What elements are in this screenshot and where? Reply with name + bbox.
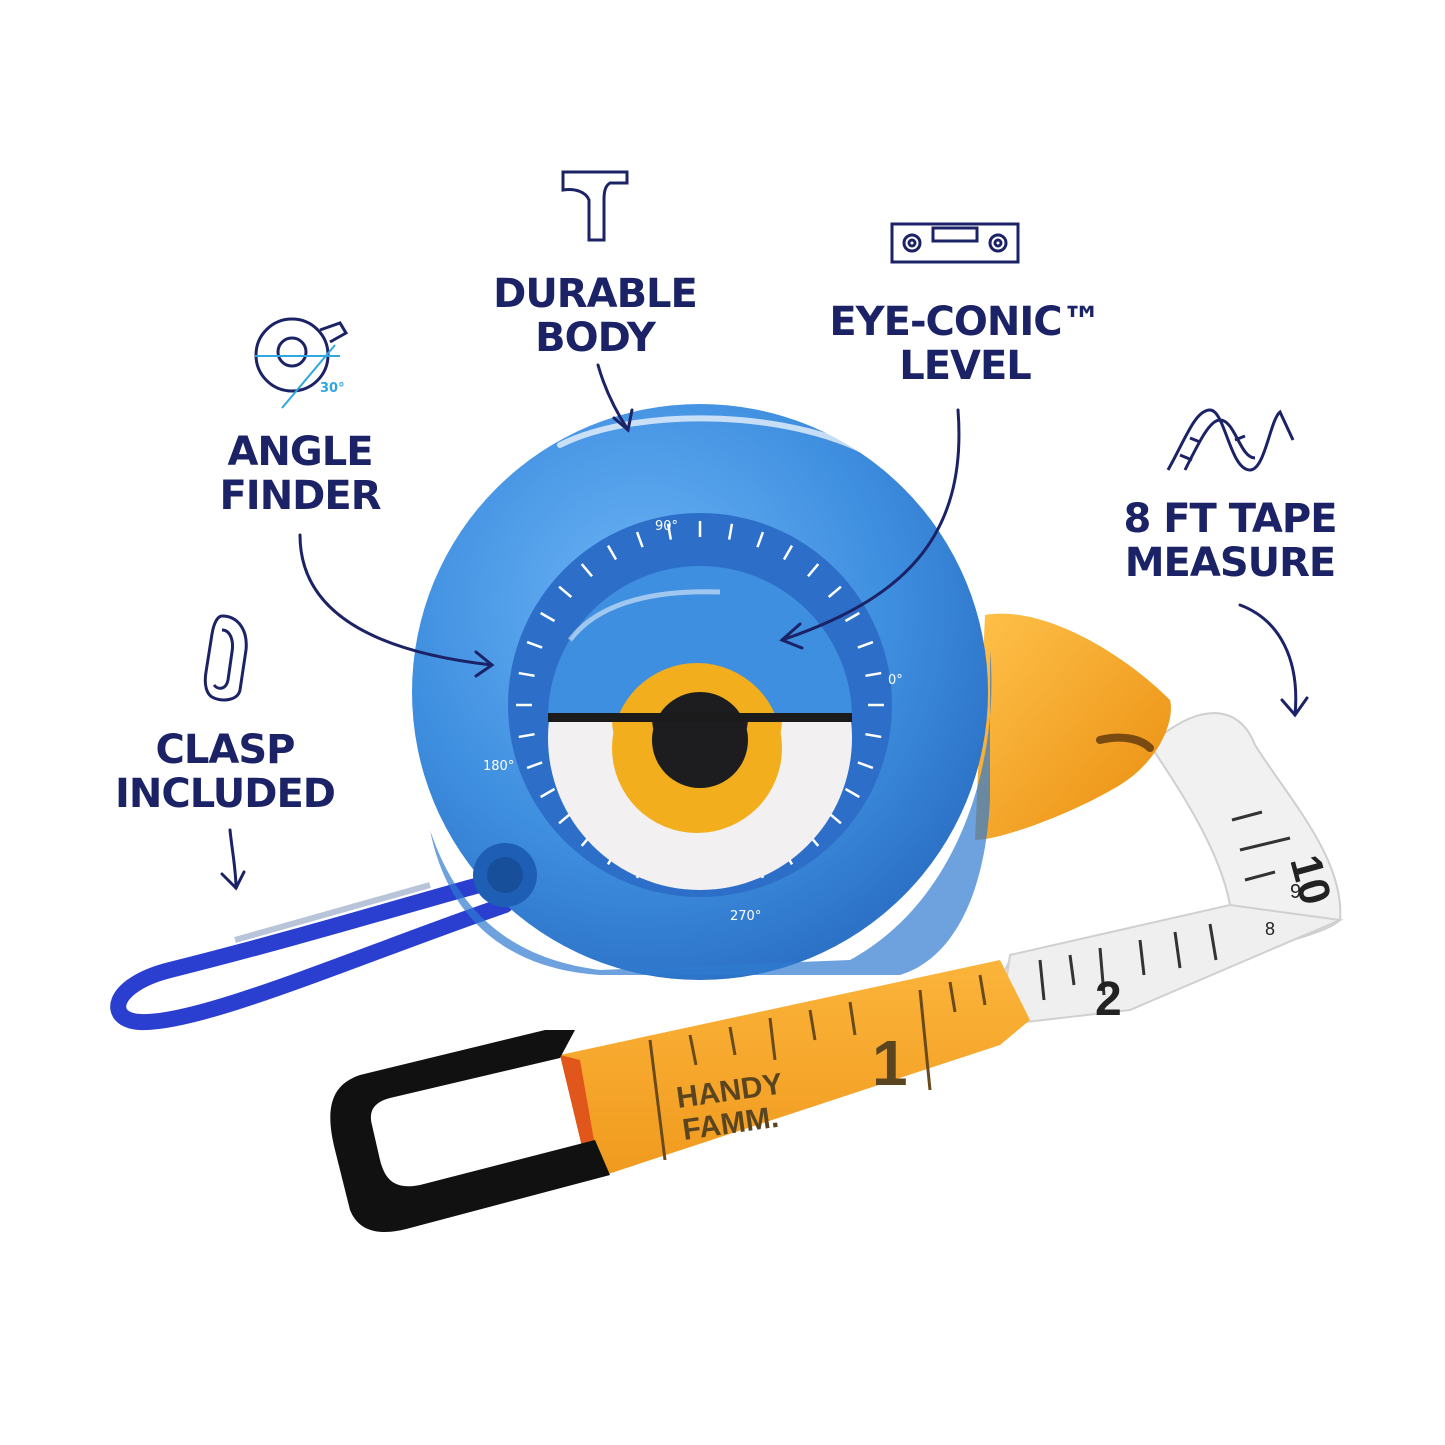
dial-tick (518, 732, 535, 739)
angle-finder-icon: 30° (254, 317, 349, 409)
label-durable-body: DURABLE BODY (480, 272, 710, 360)
eye-level (548, 566, 852, 890)
annotation-arrows (220, 363, 1309, 891)
label-tape-measure-line1: 8 FT TAPE (1123, 496, 1337, 542)
dial-tick (540, 611, 556, 623)
dial-tick (857, 761, 874, 770)
label-angle-finder-line1: ANGLE (227, 429, 373, 475)
dial-tick (540, 787, 556, 799)
spirit-level-icon (890, 222, 1020, 264)
label-angle-finder-line2: FINDER (219, 473, 381, 519)
tape-mark-9: 9 (1290, 881, 1301, 903)
tape-mark-8: 8 (1265, 919, 1275, 939)
label-durable-body-line1: DURABLE (493, 271, 698, 317)
label-clasp-included: CLASP INCLUDED (110, 728, 340, 816)
dial-tick (807, 563, 820, 578)
label-tape-measure-line2: MEASURE (1124, 540, 1337, 586)
angle-icon-label: 30° (320, 381, 345, 396)
dial-tick (580, 563, 593, 578)
dial-tick (865, 671, 882, 678)
label-clasp-line2: INCLUDED (115, 771, 336, 817)
tape-orange-segment: 1 HANDY FAMM. (560, 960, 1030, 1180)
dial-tick (558, 585, 573, 598)
dial-tick (518, 671, 535, 678)
dial-label-270: 270° (730, 909, 761, 924)
dial-tick (782, 545, 794, 561)
dial-tick (844, 787, 860, 799)
dial-tick (827, 585, 842, 598)
label-eye-conic-level: EYE-CONIC™ LEVEL (820, 300, 1110, 388)
carabiner-icon (203, 614, 248, 702)
dial-label-0: 0° (888, 673, 903, 688)
label-durable-body-line2: BODY (535, 315, 656, 361)
label-angle-finder: ANGLE FINDER (205, 430, 395, 518)
dial-tick (756, 531, 765, 548)
dial-tick (727, 523, 734, 540)
carabiner-clip (110, 867, 528, 1031)
beak (975, 613, 1171, 840)
dial-label-180: 180° (483, 759, 514, 774)
dial-tick (606, 545, 618, 561)
dial-tick (666, 523, 673, 540)
label-eye-conic-line2: LEVEL (899, 343, 1032, 389)
tape-end-hook (330, 1030, 610, 1233)
tape-ribbon-icon (1166, 408, 1295, 472)
dial-label-90: 90° (655, 519, 678, 534)
dial-tick (865, 732, 882, 739)
hammer-icon (561, 170, 629, 242)
tape-mark-1: 1 (872, 1027, 908, 1099)
dial-tick (635, 531, 644, 548)
label-tape-measure: 8 FT TAPE MEASURE (1115, 497, 1345, 585)
dial-tick (857, 640, 874, 649)
dial-tick (526, 761, 543, 770)
tape-ribbon: 2 10 9 8 (988, 712, 1344, 1027)
dial-tick (844, 611, 860, 623)
label-eye-conic-line1: EYE-CONIC™ (829, 299, 1101, 345)
dial-tick (526, 640, 543, 649)
tape-mark-2: 2 (1095, 973, 1122, 1026)
label-clasp-line1: CLASP (155, 727, 296, 773)
